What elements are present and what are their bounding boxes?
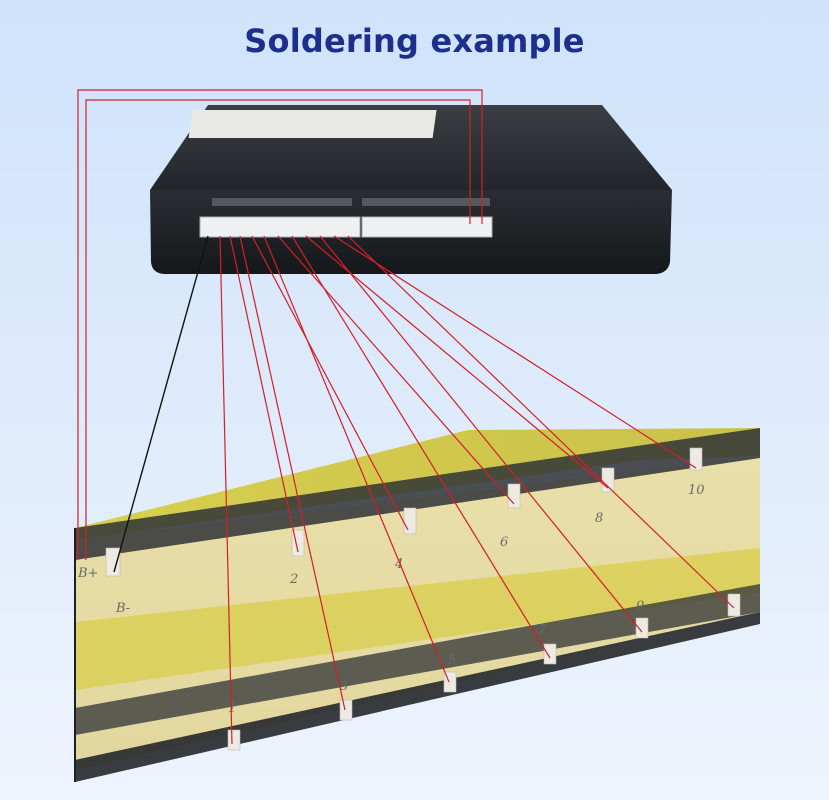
cell-marks: B+ 2 4 6 8 10 B- 1 3 5 7 9 bbox=[77, 483, 705, 716]
sampling-wires bbox=[77, 89, 735, 745]
wire-b-plus-outer bbox=[77, 89, 483, 560]
pack-tape-band bbox=[75, 548, 760, 690]
cell-mark: 9 bbox=[636, 599, 644, 614]
wire bbox=[347, 235, 735, 609]
cell-mark: 5 bbox=[448, 653, 456, 668]
nickel-tab bbox=[507, 483, 521, 509]
cell-mark: 10 bbox=[688, 483, 705, 498]
connector-right bbox=[361, 216, 493, 238]
wire bbox=[333, 235, 697, 469]
cell-mark: 3 bbox=[340, 679, 348, 694]
nickel-tab bbox=[227, 729, 241, 751]
wire bbox=[239, 235, 346, 711]
wire bbox=[291, 235, 551, 659]
bms-module bbox=[150, 105, 672, 274]
wire bbox=[263, 235, 450, 683]
cell-mark: 2 bbox=[289, 572, 298, 587]
nickel-tab bbox=[727, 593, 741, 617]
cell-mark: 1 bbox=[228, 701, 236, 716]
module-pin-labels bbox=[212, 198, 490, 206]
cell-edge-top bbox=[75, 428, 760, 560]
ground-wire-b-minus bbox=[113, 235, 209, 573]
cell-mark: 4 bbox=[394, 557, 403, 572]
module-label-sticker bbox=[188, 110, 437, 138]
wire bbox=[277, 235, 515, 505]
wire bbox=[319, 235, 643, 633]
wire bbox=[219, 235, 233, 745]
cell-mark: B- bbox=[115, 601, 130, 616]
nickel-tab bbox=[601, 467, 615, 493]
wire bbox=[251, 235, 409, 531]
nickel-tab bbox=[339, 699, 353, 721]
nickel-tab bbox=[403, 507, 417, 535]
cell-edge-middle bbox=[75, 584, 760, 735]
connector-left bbox=[199, 216, 361, 238]
nickel-tab bbox=[543, 643, 557, 665]
cell-mark: B+ bbox=[77, 566, 98, 581]
page-title: Soldering example bbox=[244, 22, 585, 60]
nickel-tab bbox=[689, 447, 703, 471]
cell-edge-bottom bbox=[75, 612, 760, 782]
cell-mark: 8 bbox=[595, 511, 603, 526]
battery-pack bbox=[74, 428, 760, 782]
cell-mark: 6 bbox=[500, 535, 508, 550]
wire-b-plus-inner bbox=[85, 99, 471, 560]
wire bbox=[305, 235, 609, 489]
nickel-tab bbox=[105, 547, 121, 577]
cell-mark: 7 bbox=[538, 623, 547, 638]
wire bbox=[229, 235, 299, 553]
nickel-tab bbox=[635, 617, 649, 639]
